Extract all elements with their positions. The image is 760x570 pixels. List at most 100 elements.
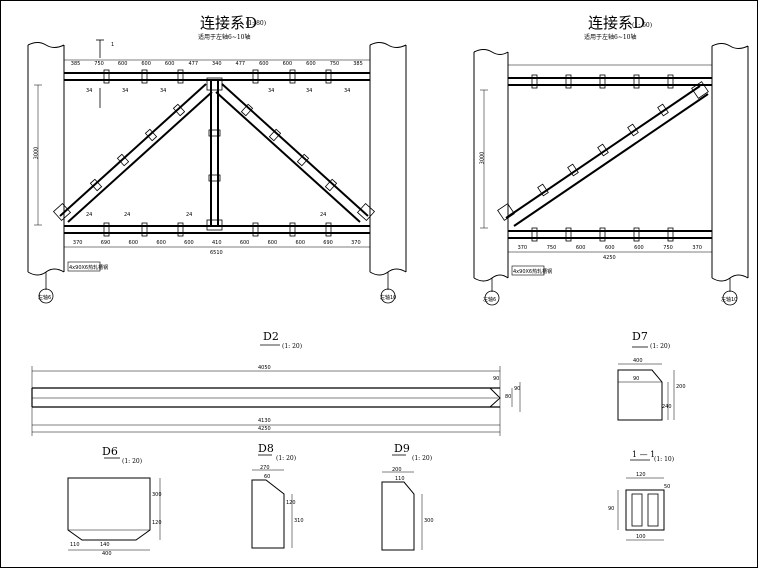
section-dim-1: 120 [636, 472, 646, 478]
left-bottom-dim: 600 [184, 240, 194, 246]
left-member-label: 34 [344, 88, 351, 94]
left-section-marks [96, 39, 104, 108]
left-member-label: 24 [86, 212, 93, 218]
detail-d8 [251, 454, 293, 549]
left-diagonal-1 [59, 83, 213, 223]
left-member-label: 34 [122, 88, 129, 94]
left-top-dim: 385 [353, 61, 363, 67]
left-bottom-dim: 600 [128, 240, 139, 246]
left-axis-left: 左轴6 [38, 295, 52, 301]
d8-dim-1: 270 [260, 465, 270, 471]
d6-dim-2: 300 [152, 492, 162, 498]
d6-scale: (1: 20) [122, 458, 143, 465]
d8-scale: (1: 20) [276, 455, 297, 462]
left-bottom-dim: 370 [351, 240, 361, 246]
right-note-box [511, 265, 545, 276]
right-drawing-scale: (1: 60) [632, 22, 653, 29]
section-title: 1 — 1 [632, 450, 656, 459]
left-member-label: 34 [160, 88, 167, 94]
left-top-dim: 477 [235, 61, 246, 67]
d7-dim-3: 240 [662, 404, 672, 410]
left-top-dim: 600 [259, 61, 269, 67]
left-bottom-dim: 600 [295, 240, 305, 246]
section-scale: (1: 10) [654, 456, 675, 463]
left-top-dim: 600 [141, 61, 151, 67]
d2-dim-2: 4130 [258, 418, 271, 424]
left-top-dim: 600 [164, 61, 175, 67]
left-bottom-dim: 690 [323, 240, 333, 246]
d2-dim-1: 4050 [258, 365, 271, 371]
d6-dim-3: 120 [152, 520, 162, 526]
detail-d9 [381, 454, 423, 551]
left-top-dim: 600 [282, 61, 293, 67]
d6-dim-4: 140 [100, 542, 110, 548]
d6-dim-1: 400 [102, 551, 112, 557]
left-section-mark: 1 [111, 42, 115, 48]
left-bottom-dim: 600 [267, 240, 278, 246]
left-member-label: 24 [124, 212, 131, 218]
left-bottom-dim: 690 [100, 240, 111, 246]
right-drawing-subtitle: 适用于左轴6~10轴 [584, 34, 637, 41]
left-member-label: 34 [268, 88, 275, 94]
detail-d6 [67, 457, 161, 551]
d9-title: D9 [394, 442, 410, 455]
left-diagonal-2 [215, 83, 369, 223]
right-diagonal [505, 85, 709, 227]
right-bottom-dim: 370 [517, 245, 528, 251]
left-bottom-dim: 410 [212, 240, 222, 246]
d6-dim-5: 110 [70, 542, 80, 548]
left-member-label: 34 [86, 88, 93, 94]
d2-dim-3: 4250 [258, 426, 271, 432]
section-dim-4: 50 [664, 484, 671, 490]
right-top-chord [508, 64, 712, 86]
left-bottom-dim: 370 [72, 240, 83, 246]
left-drawing-scale: (1: 80) [246, 20, 267, 27]
right-axis-left: 左轴6 [483, 297, 497, 303]
left-top-dim: 385 [70, 61, 81, 67]
d7-dim-2: 200 [676, 384, 686, 390]
detail-d2 [31, 344, 521, 436]
d9-dim-1: 200 [392, 467, 402, 473]
left-drawing-title: 连接系D [200, 14, 258, 32]
left-height-dimension [34, 84, 42, 226]
left-note: 4x90X6热轧槽钢 [69, 265, 109, 271]
left-top-dim: 477 [188, 61, 198, 67]
d7-scale: (1: 20) [650, 343, 671, 350]
d7-dim-1: 400 [633, 358, 643, 364]
left-top-dim: 340 [212, 61, 222, 67]
left-note-box [67, 261, 101, 272]
right-bottom-dim: 750 [663, 245, 673, 251]
left-member-label: 34 [306, 88, 313, 94]
left-column-right [369, 42, 407, 276]
left-top-dim: 750 [329, 61, 340, 67]
left-top-dim: 600 [306, 61, 316, 67]
right-total-dim: 4250 [603, 255, 616, 261]
d2-dim-6: 90 [514, 386, 521, 392]
left-member-label: 24 [186, 212, 193, 218]
d2-dim-4: 90 [493, 376, 500, 382]
d9-dim-2: 110 [395, 476, 405, 482]
left-axis-lines [38, 272, 396, 304]
left-axis-right: 左轴10 [380, 295, 397, 301]
d8-dim-4: 60 [264, 474, 271, 480]
detail-d7 [617, 346, 675, 421]
d8-dim-2: 120 [286, 500, 296, 506]
detail-section-1-1 [617, 459, 665, 541]
d9-scale: (1: 20) [412, 455, 433, 462]
left-center-post [210, 80, 219, 226]
d8-dim-3: 310 [294, 518, 304, 524]
section-dim-3: 90 [608, 506, 615, 512]
left-drawing-subtitle: 适用于左轴6~10轴 [198, 34, 251, 41]
right-drawing-title: 连接系D [588, 14, 646, 32]
right-bottom-dim: 600 [634, 245, 644, 251]
section-dim-2: 100 [636, 534, 646, 540]
left-top-dim: 600 [117, 61, 128, 67]
right-column-right [711, 43, 749, 282]
right-bottom-chord [508, 230, 712, 253]
d6-title: D6 [102, 445, 118, 458]
d2-dim-5: 80 [505, 394, 512, 400]
right-gussets [497, 74, 709, 242]
right-height-dimension [480, 89, 488, 229]
